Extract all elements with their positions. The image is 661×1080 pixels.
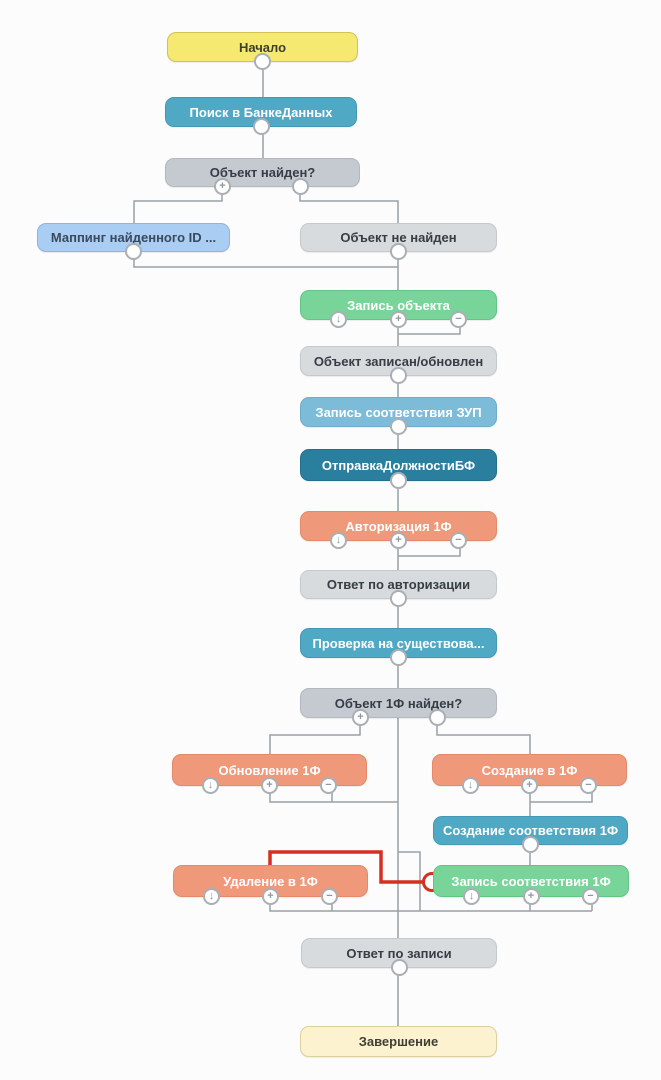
node-object-written[interactable]: Объект записан/обновлен — [300, 346, 497, 384]
port-output[interactable] — [390, 649, 407, 666]
node-label: Завершение — [358, 1034, 439, 1049]
port-output[interactable] — [292, 178, 309, 195]
port-plus-icon[interactable]: + — [521, 777, 538, 794]
port-output[interactable] — [390, 243, 407, 260]
port-plus-icon[interactable]: + — [261, 777, 278, 794]
port-minus-icon[interactable]: − — [580, 777, 597, 794]
port-plus-icon[interactable]: + — [262, 888, 279, 905]
node-object-1f-found-gateway[interactable]: Объект 1Ф найден? + — [300, 688, 497, 726]
port-output[interactable] — [390, 472, 407, 489]
port-output[interactable] — [429, 709, 446, 726]
node-write-object[interactable]: Запись объекта ↓ + − — [300, 290, 497, 328]
port-plus-icon[interactable]: + — [352, 709, 369, 726]
port-output[interactable] — [390, 418, 407, 435]
port-output[interactable] — [522, 836, 539, 853]
port-down-icon[interactable]: ↓ — [463, 888, 480, 905]
port-down-icon[interactable]: ↓ — [202, 777, 219, 794]
node-write-response[interactable]: Ответ по записи — [301, 938, 497, 976]
port-plus-icon[interactable]: + — [390, 532, 407, 549]
port-plus-icon[interactable]: + — [214, 178, 231, 195]
port-down-icon[interactable]: ↓ — [462, 777, 479, 794]
node-label: Объект 1Ф найден? — [334, 695, 463, 711]
node-check-existence[interactable]: Проверка на существова... — [300, 628, 497, 666]
port-minus-icon[interactable]: − — [450, 532, 467, 549]
node-update-1f[interactable]: Обновление 1Ф ↓ + − — [172, 754, 367, 794]
node-finish[interactable]: Завершение — [300, 1026, 497, 1057]
node-label: Обновление 1Ф — [218, 762, 321, 778]
node-object-not-found[interactable]: Объект не найден — [300, 223, 497, 260]
port-minus-icon[interactable]: − — [450, 311, 467, 328]
node-auth-response[interactable]: Ответ по авторизации — [300, 570, 497, 607]
node-object-found-gateway[interactable]: Объект найден? + — [165, 158, 360, 195]
port-minus-icon[interactable]: − — [582, 888, 599, 905]
port-minus-icon[interactable]: − — [321, 888, 338, 905]
node-create-1f[interactable]: Создание в 1Ф ↓ + − — [432, 754, 627, 794]
node-label: Запись соответствия 1Ф — [451, 873, 611, 889]
port-output[interactable] — [125, 243, 142, 260]
node-search-bankdata[interactable]: Поиск в БанкеДанных — [165, 97, 357, 135]
node-start[interactable]: Начало — [167, 32, 358, 70]
node-create-mapping-1f[interactable]: Создание соответствия 1Ф — [433, 816, 628, 853]
node-label: Удаление в 1Ф — [223, 873, 318, 889]
port-output[interactable] — [390, 590, 407, 607]
port-output[interactable] — [252, 118, 270, 135]
port-minus-icon[interactable]: − — [320, 777, 337, 794]
port-plus-icon[interactable]: + — [390, 311, 407, 328]
port-down-icon[interactable]: ↓ — [203, 888, 220, 905]
port-down-icon[interactable]: ↓ — [330, 532, 347, 549]
highlighted-connector[interactable] — [268, 850, 423, 884]
port-down-icon[interactable]: ↓ — [330, 311, 347, 328]
node-send-position-bf[interactable]: ОтправкаДолжностиБФ — [300, 449, 497, 489]
node-write-mapping-1f[interactable]: Запись соответствия 1Ф ↓ + − — [433, 865, 629, 905]
node-auth-1f[interactable]: Авторизация 1Ф ↓ + − — [300, 511, 497, 549]
port-output[interactable] — [390, 367, 407, 384]
node-delete-1f[interactable]: Удаление в 1Ф ↓ + − — [173, 865, 368, 905]
port-output[interactable] — [254, 53, 271, 70]
port-plus-icon[interactable]: + — [522, 888, 540, 905]
node-mapping-found-id[interactable]: Маппинг найденного ID ... — [37, 223, 230, 260]
port-output[interactable] — [390, 959, 408, 976]
node-label: Создание в 1Ф — [481, 762, 578, 778]
node-write-zup-mapping[interactable]: Запись соответствия ЗУП — [300, 397, 497, 435]
node-label: ОтправкаДолжностиБФ — [321, 457, 476, 473]
